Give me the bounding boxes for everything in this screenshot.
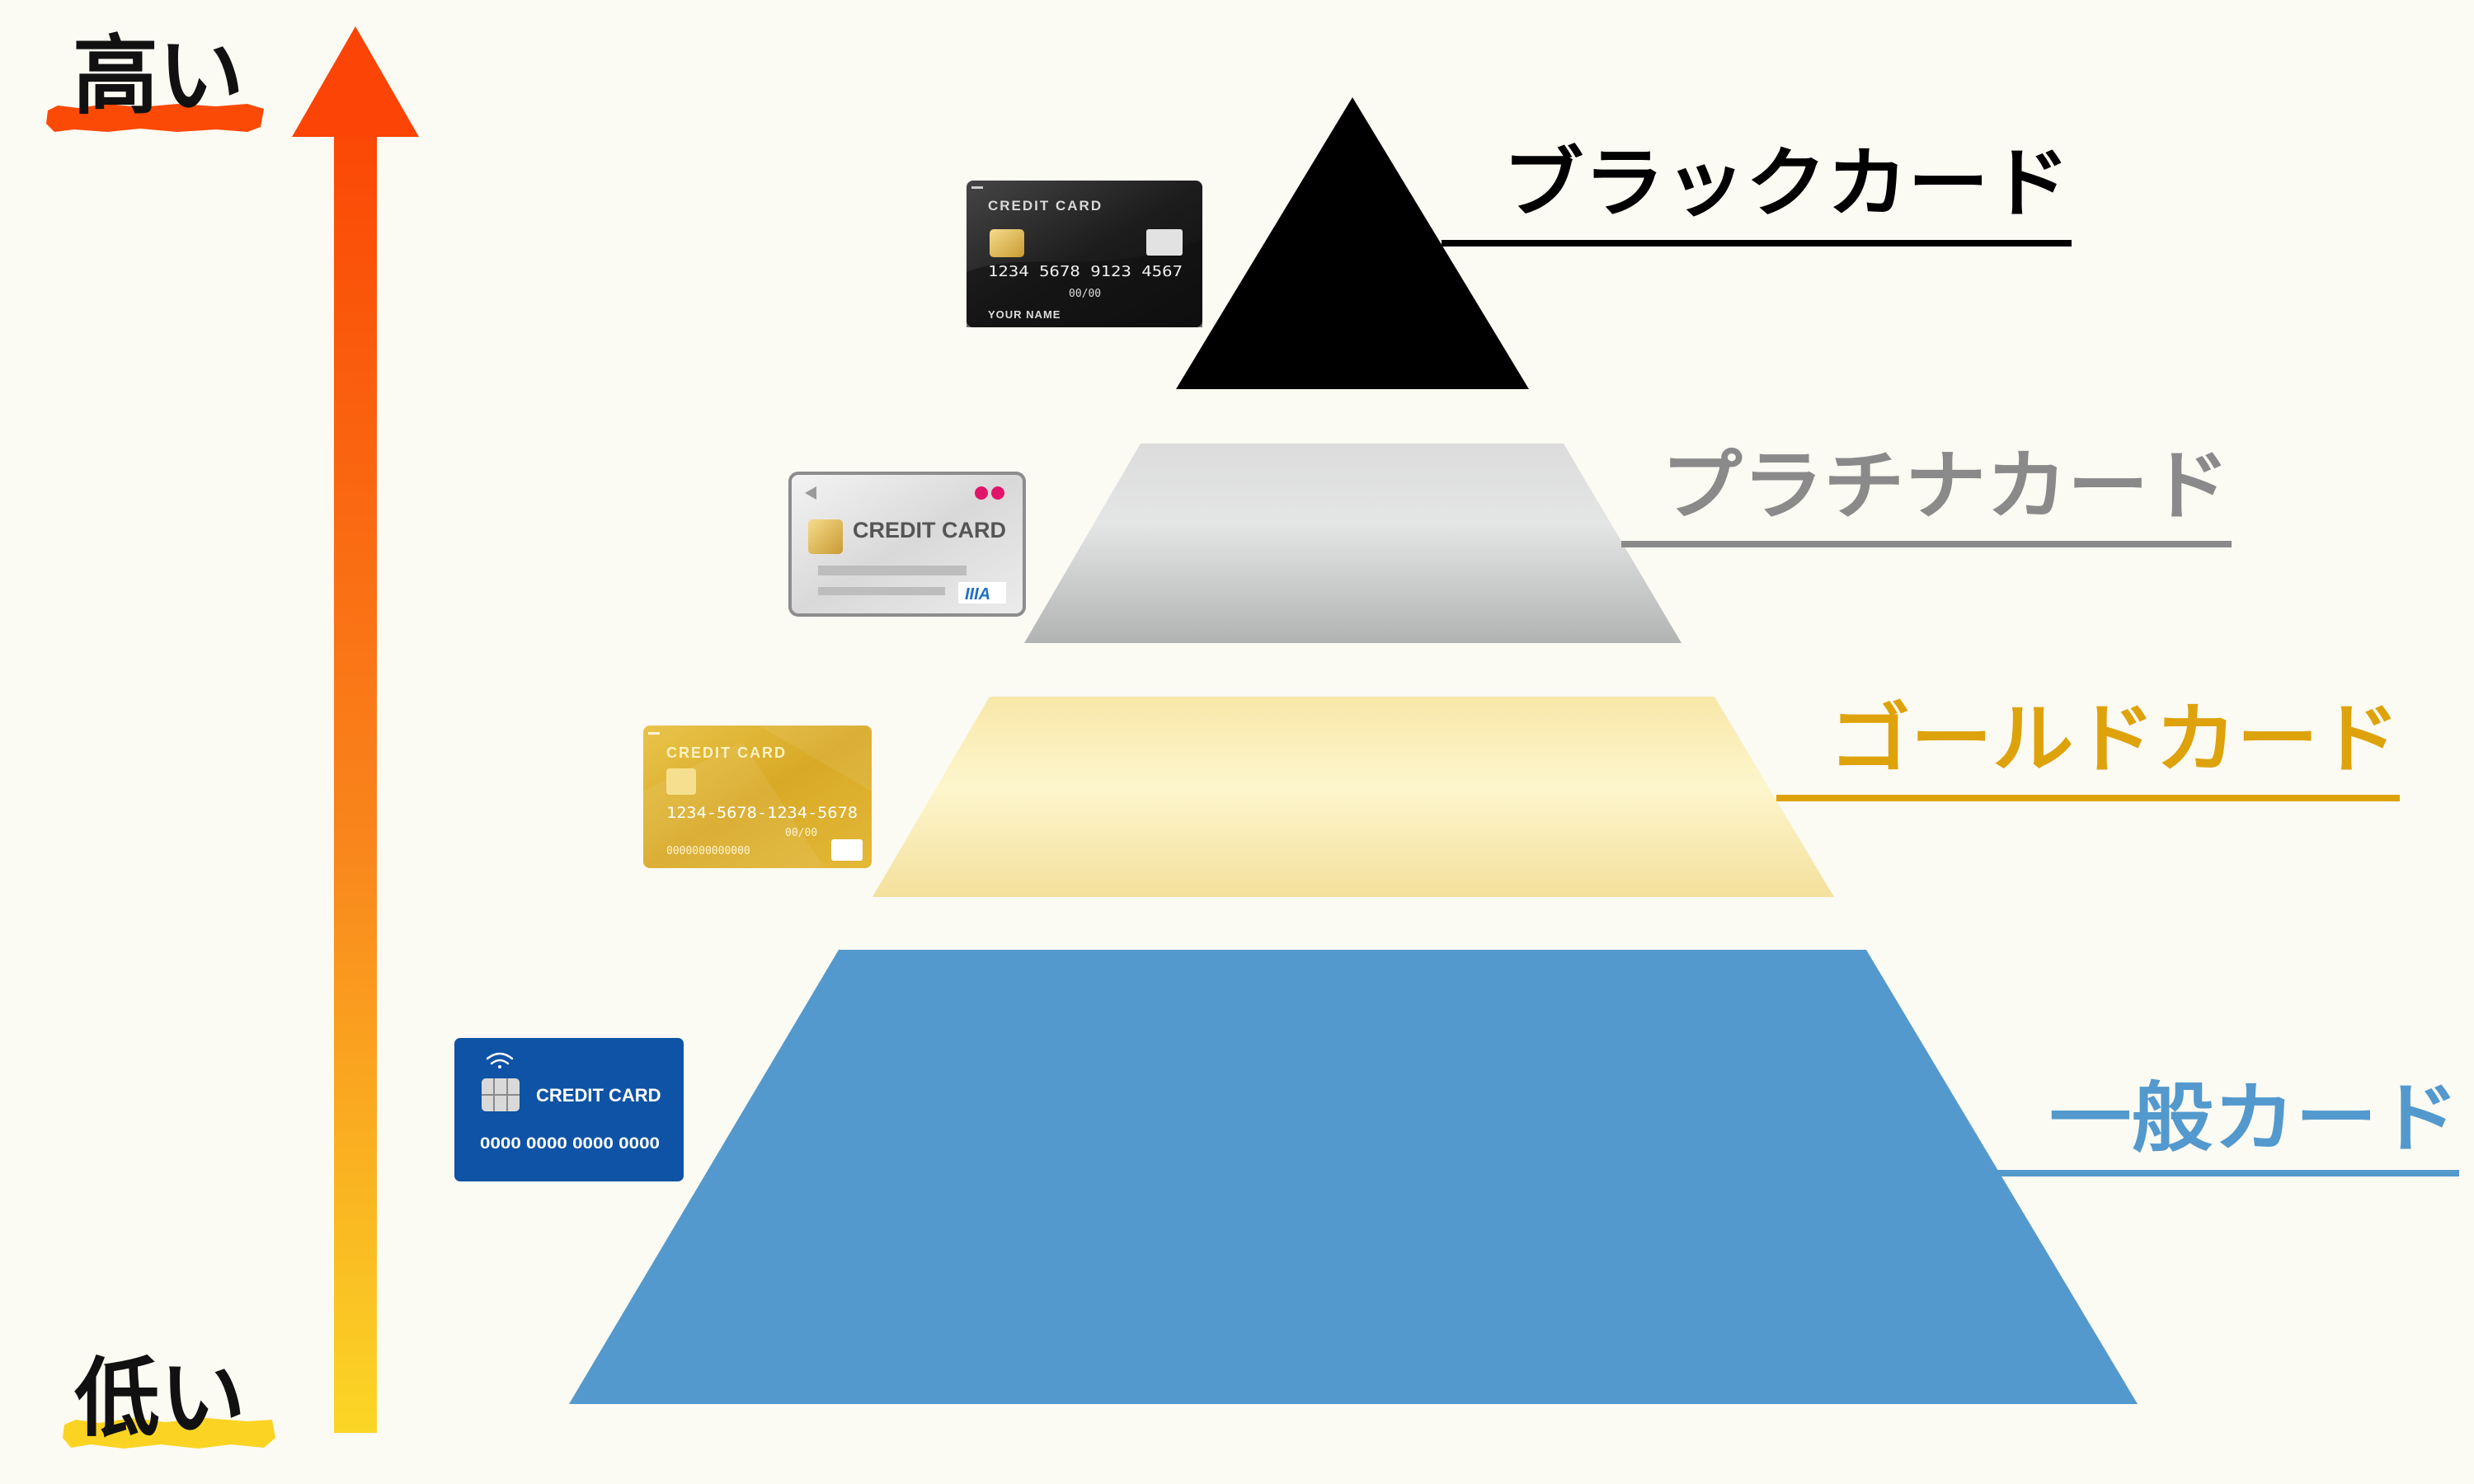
platinum-card-corner-icon	[805, 486, 816, 500]
gold-credit-card: CREDIT CARD 1234-5678-1234-5678 00/00 00…	[643, 726, 872, 868]
tier-gold-shape	[872, 697, 1834, 897]
tier-platinum-label: プラチナカード	[1661, 442, 2230, 530]
black-card-contactless-icon	[1146, 229, 1183, 256]
high-label: 高い	[73, 26, 244, 126]
gold-card-account: 0000000000000	[666, 845, 750, 857]
black-credit-card: CREDIT CARD 1234 5678 9123 4567 00/00 YO…	[967, 181, 1202, 327]
platinum-card-chip-icon	[808, 519, 843, 554]
tier-platinum-underline	[1621, 541, 2232, 547]
platinum-card-brand: IIIA	[965, 585, 990, 603]
scale-arrow-head	[292, 26, 419, 137]
tier-black-shape	[1176, 97, 1529, 389]
general-card-chip-icon	[482, 1078, 520, 1111]
black-card-title: CREDIT CARD	[988, 198, 1103, 214]
black-card-number: 1234 5678 9123 4567	[988, 263, 1183, 280]
general-card-contactless-icon	[486, 1052, 514, 1068]
gold-card-expiry: 00/00	[785, 827, 817, 839]
tier-gold-label: ゴールドカード	[1829, 695, 2400, 783]
platinum-card-line	[818, 566, 967, 575]
black-card-chip-icon	[990, 229, 1024, 257]
gold-card-contactless-icon	[831, 839, 863, 861]
tier-gold-underline	[1776, 795, 2400, 801]
platinum-card-dot-icon	[991, 486, 1004, 500]
platinum-card-dot-icon	[975, 486, 988, 500]
platinum-card-title: CREDIT CARD	[853, 518, 1006, 542]
general-credit-card: CREDIT CARD 0000 0000 0000 0000	[454, 1038, 684, 1181]
black-card-expiry: 00/00	[1069, 288, 1101, 300]
low-label-highlight	[63, 1418, 275, 1449]
tier-platinum-shape	[1024, 444, 1681, 643]
high-label-group: 高い	[46, 26, 264, 132]
gold-card-title: CREDIT CARD	[666, 744, 787, 761]
general-card-number: 0000 0000 0000 0000	[480, 1135, 660, 1153]
gold-card-chip-icon	[666, 768, 696, 795]
general-card-title: CREDIT CARD	[536, 1085, 661, 1106]
platinum-card-line	[818, 587, 945, 595]
platinum-card-brand-badge	[958, 582, 1006, 603]
platinum-credit-card: CREDIT CARD IIIA	[788, 472, 1026, 617]
gold-card-number: 1234-5678-1234-5678	[666, 804, 858, 822]
high-label-highlight	[46, 104, 264, 132]
low-label: 低い	[74, 1348, 246, 1449]
tier-general-underline	[1996, 1170, 2459, 1176]
tier-black-underline	[1442, 240, 2072, 247]
black-card-name: YOUR NAME	[988, 308, 1061, 321]
tier-black-label: ブラックカード	[1503, 139, 2070, 228]
scale-arrow	[292, 26, 419, 1433]
scale-arrow-shaft	[334, 124, 377, 1433]
tier-general-label: 一般カード	[2049, 1074, 2459, 1162]
tier-general-shape	[569, 950, 2138, 1404]
low-label-group: 低い	[63, 1348, 275, 1449]
